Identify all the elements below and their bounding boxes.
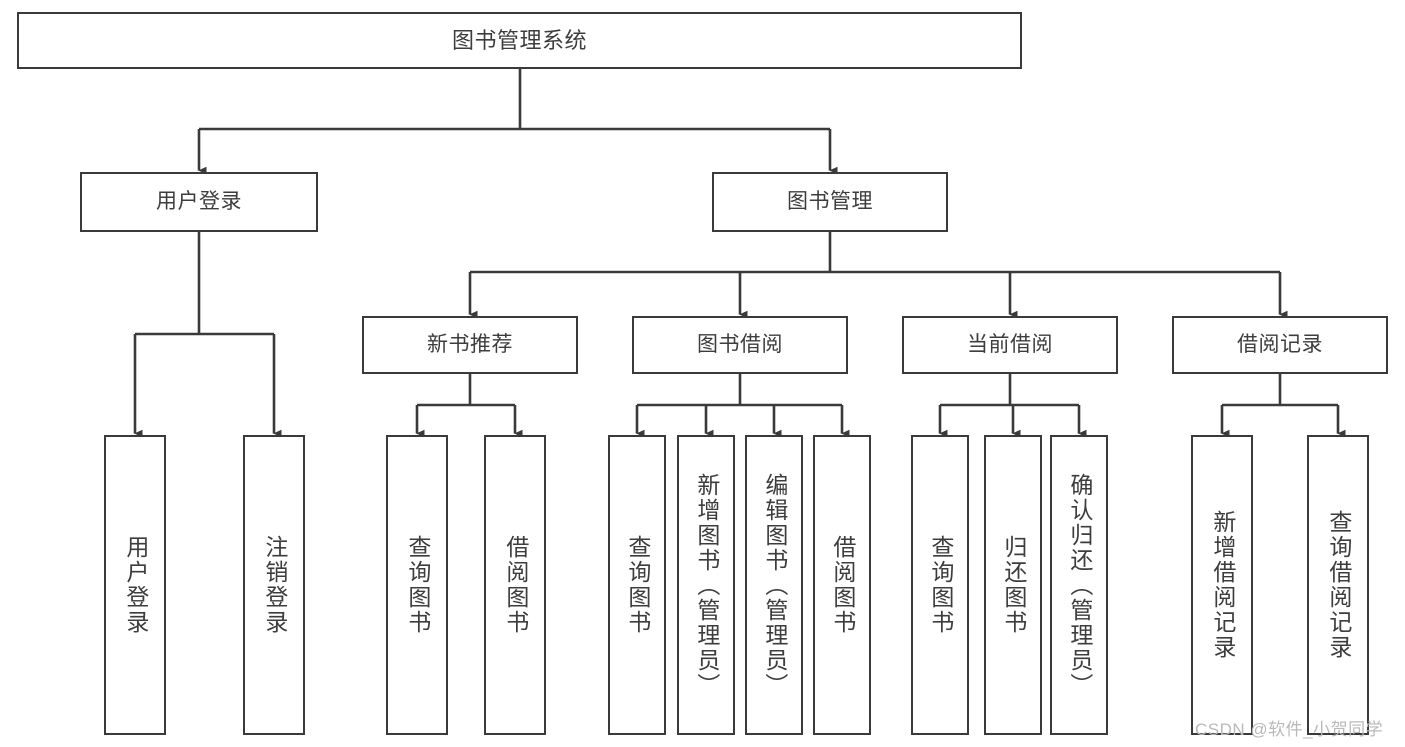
node-label: 借阅图书 xyxy=(502,535,529,635)
node-book-manage[interactable]: 图书管理 xyxy=(712,172,948,232)
node-label: 查询图书 xyxy=(404,535,431,635)
node-label: 用户登录 xyxy=(122,535,149,635)
node-label: 用户登录 xyxy=(156,189,242,213)
node-root[interactable]: 图书管理系统 xyxy=(17,12,1022,69)
node-book-borrow[interactable]: 图书借阅 xyxy=(632,316,848,374)
node-label: 当前借阅 xyxy=(967,332,1053,356)
node-current-borrow[interactable]: 当前借阅 xyxy=(902,316,1118,374)
node-new-book-rec[interactable]: 新书推荐 xyxy=(362,316,578,374)
node-label: 图书借阅 xyxy=(697,332,783,356)
watermark-text: CSDN @软件_小贺同学 xyxy=(1195,720,1384,739)
node-borrow-record[interactable]: 借阅记录 xyxy=(1172,316,1388,374)
node-label: 借阅记录 xyxy=(1237,332,1323,356)
node-leaf-logout[interactable]: 注销登录 xyxy=(243,435,305,735)
node-user-login[interactable]: 用户登录 xyxy=(80,172,318,232)
node-label: 借阅图书 xyxy=(829,535,856,635)
node-label: 查询图书 xyxy=(927,535,954,635)
node-label: 查询图书 xyxy=(624,535,651,635)
node-label: 新增图书（管理员） xyxy=(693,472,720,698)
node-leaf-bb-query[interactable]: 查询图书 xyxy=(608,435,666,735)
node-leaf-br-query[interactable]: 查询借阅记录 xyxy=(1307,435,1369,735)
node-leaf-bb-add[interactable]: 新增图书（管理员） xyxy=(677,435,735,735)
node-leaf-cb-return[interactable]: 归还图书 xyxy=(984,435,1042,735)
node-leaf-user-login[interactable]: 用户登录 xyxy=(104,435,166,735)
node-label: 编辑图书（管理员） xyxy=(761,472,788,698)
node-label: 新书推荐 xyxy=(427,332,513,356)
node-label: 新增借阅记录 xyxy=(1209,510,1236,660)
node-label: 确认归还（管理员） xyxy=(1066,472,1093,698)
node-label: 图书管理 xyxy=(787,189,873,213)
node-label: 查询借阅记录 xyxy=(1325,510,1352,660)
node-label: 注销登录 xyxy=(261,535,288,635)
node-leaf-bb-edit[interactable]: 编辑图书（管理员） xyxy=(745,435,803,735)
node-leaf-cb-query[interactable]: 查询图书 xyxy=(911,435,969,735)
node-leaf-rec-query[interactable]: 查询图书 xyxy=(386,435,448,735)
connector-lines xyxy=(133,69,1346,438)
node-leaf-br-add[interactable]: 新增借阅记录 xyxy=(1191,435,1253,735)
node-leaf-rec-borrow[interactable]: 借阅图书 xyxy=(484,435,546,735)
node-leaf-bb-borrow[interactable]: 借阅图书 xyxy=(813,435,871,735)
node-label: 归还图书 xyxy=(1000,535,1027,635)
node-label: 图书管理系统 xyxy=(451,27,587,53)
node-leaf-cb-confirm[interactable]: 确认归还（管理员） xyxy=(1050,435,1108,735)
